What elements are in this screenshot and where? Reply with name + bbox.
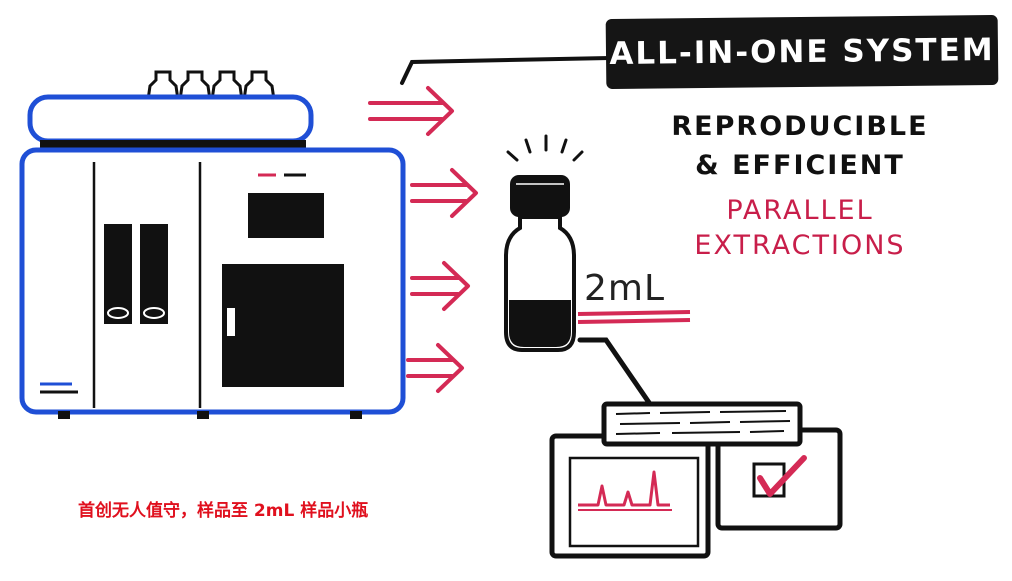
benefit-parallel: PARALLEL (726, 195, 874, 226)
volume-underline (577, 310, 691, 316)
instrument-foot (197, 411, 209, 419)
flow-arrows (368, 86, 478, 393)
sample-chamber (222, 264, 344, 387)
display-panel (248, 193, 324, 238)
column-port (107, 307, 129, 319)
connector-line (400, 56, 612, 85)
column-port (143, 307, 165, 319)
check-icon (757, 455, 807, 497)
benefit-efficient: & EFFICIENT (695, 150, 905, 181)
solvent-bottles (146, 70, 276, 102)
benefit-reproducible: REPRODUCIBLE (671, 111, 929, 142)
benefit-extractions: EXTRACTIONS (694, 230, 906, 261)
vial-volume-label: 2mL (584, 268, 666, 309)
system-label-box: ALL-IN-ONE SYSTEM (605, 14, 999, 90)
chromatogram-inner (568, 456, 700, 548)
instrument-cabinet (19, 147, 406, 415)
solvent-tray (27, 94, 314, 144)
vial-cap (510, 175, 570, 217)
chamber-handle (227, 308, 235, 336)
tray-base (40, 140, 306, 149)
volume-underline (577, 318, 691, 324)
analysis-connector (577, 337, 653, 407)
chromatogram-trace (578, 470, 670, 507)
data-bar-text-lines (615, 410, 791, 435)
subtitle-caption: 首创无人值守，样品至 2mL 样品小瓶 (78, 501, 369, 521)
sparkle-icon (506, 134, 584, 162)
system-label: ALL-IN-ONE SYSTEM (609, 31, 995, 73)
instrument-foot (58, 411, 70, 419)
instrument-foot (350, 411, 362, 419)
vial-liquid (509, 300, 571, 347)
